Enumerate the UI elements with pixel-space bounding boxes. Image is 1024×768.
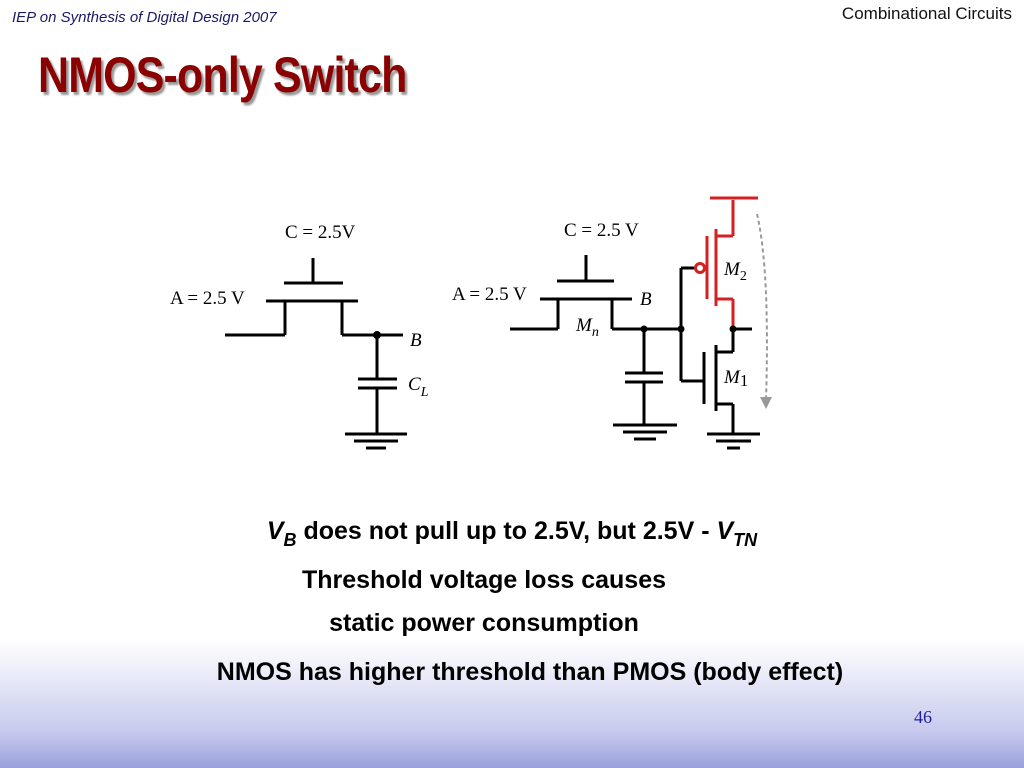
left-gate-label: C = 2.5V <box>285 222 356 243</box>
nmos-m1-label: M1 <box>723 367 748 390</box>
vb-symbol: V <box>266 517 284 545</box>
course-header: IEP on Synthesis of Digital Design 2007 <box>12 9 277 26</box>
vtn-subscript: TN <box>733 530 758 550</box>
page-number: 46 <box>914 707 932 727</box>
right-input-label: A = 2.5 V <box>452 284 527 305</box>
right-output-label: B <box>640 289 652 310</box>
switch-mn-label: Mn <box>575 315 599 340</box>
body-effect-line: NMOS has higher threshold than PMOS (bod… <box>216 658 844 686</box>
threshold-loss-line: Threshold voltage loss causes <box>301 566 666 594</box>
vb-statement: VB does not pull up to 2.5V, but 2.5V - … <box>0 517 1024 551</box>
right-node-dots <box>640 325 737 333</box>
left-node-b-dot <box>373 331 381 339</box>
current-flow-arrow <box>756 213 772 409</box>
vb-subscript: B <box>283 530 297 550</box>
pmos-m2-highlight <box>694 196 758 329</box>
section-header: Combinational Circuits <box>841 4 1012 23</box>
vtn-symbol: V <box>716 517 734 545</box>
left-input-label: A = 2.5 V <box>170 288 245 309</box>
vb-statement-text: does not pull up to 2.5V, but 2.5V - <box>296 517 717 545</box>
static-power-line: static power consumption <box>329 609 639 637</box>
slide-title: NMOS-only Switch <box>38 47 407 103</box>
left-cap-label: CL <box>408 374 429 400</box>
right-nmos-switch <box>510 255 760 450</box>
left-output-label: B <box>410 330 422 351</box>
right-gate-label: C = 2.5 V <box>564 220 639 241</box>
left-nmos-switch <box>225 258 407 450</box>
pmos-m2-label: M2 <box>723 259 747 284</box>
